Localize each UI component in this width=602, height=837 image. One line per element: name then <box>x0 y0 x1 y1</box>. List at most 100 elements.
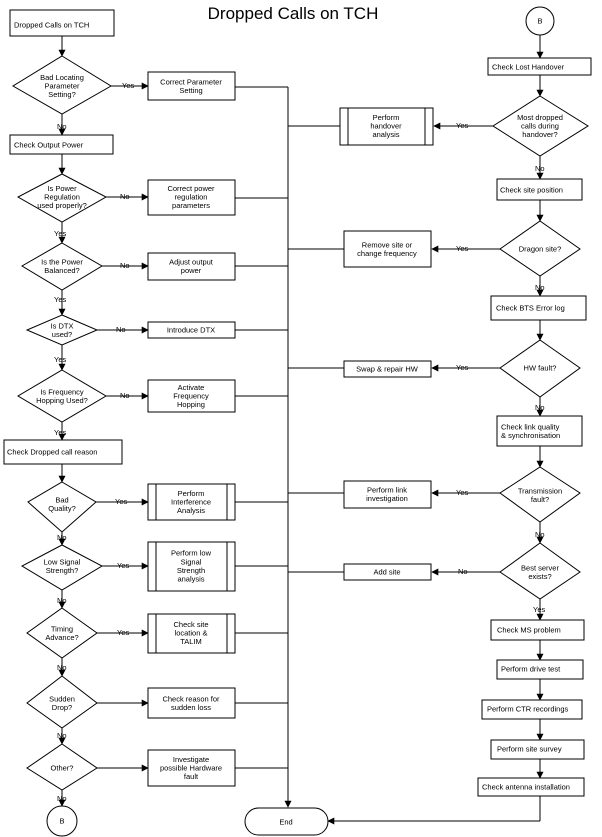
edge-label-no: No <box>57 731 67 740</box>
connector-b-top[interactable]: B <box>525 6 555 36</box>
edge-label-no: No <box>120 391 130 400</box>
process-add-site[interactable]: Add site <box>343 563 432 581</box>
process-check-bts-log[interactable]: Check BTS Error log <box>490 295 587 321</box>
connector-b-bottom-label: B <box>59 817 64 826</box>
chart-title: Dropped Calls on TCH <box>208 4 379 23</box>
process-check-bts-log-label: Check BTS Error log <box>496 304 565 313</box>
process-swap-repair[interactable]: Swap & repair HW <box>343 360 432 378</box>
process-antenna-installation[interactable]: Check antenna installation <box>477 777 585 797</box>
process-site-survey-label: Perform site survey <box>497 745 562 754</box>
process-antenna-installation-label: Check antenna installation <box>482 783 570 792</box>
process-check-dropped-reason[interactable]: Check Dropped call reason <box>3 439 123 465</box>
edge-label-yes: Yes <box>456 363 468 372</box>
edge-label-no: No <box>535 164 545 173</box>
process-check-link-quality[interactable]: Check link quality& synchronisation <box>496 415 583 447</box>
edge-labels: Yes No No Yes No Yes No Yes No Yes Yes N… <box>54 81 545 803</box>
decision-other[interactable]: Other? <box>26 743 98 791</box>
decision-hw-fault[interactable]: HW fault? <box>499 339 581 398</box>
node-start[interactable]: Dropped Calls on TCH <box>9 9 115 37</box>
edge-label-no: No <box>57 794 67 803</box>
process-check-ms-problem-label: Check MS problem <box>497 626 561 635</box>
decision-other-label: Other? <box>51 764 74 773</box>
edge-label-yes: Yes <box>54 355 66 364</box>
edge-label-yes: Yes <box>54 229 66 238</box>
edge-label-no: No <box>116 325 126 334</box>
edge-label-no: No <box>57 596 67 605</box>
process-add-site-label: Add site <box>373 568 400 577</box>
process-check-ms-problem[interactable]: Check MS problem <box>490 619 585 641</box>
process-introduce-dtx-label: Introduce DTX <box>167 326 215 335</box>
process-introduce-dtx[interactable]: Introduce DTX <box>147 321 236 339</box>
edge-label-no: No <box>535 283 545 292</box>
process-check-output-power[interactable]: Check Output Power <box>9 134 114 155</box>
edge-label-yes: Yes <box>533 605 545 614</box>
process-check-lost-handover-label: Check Lost Handover <box>492 63 565 72</box>
connector-b-bottom[interactable]: B <box>46 805 78 837</box>
edge-label-no: No <box>120 192 130 201</box>
edge-label-yes: Yes <box>115 497 127 506</box>
process-drive-test-label: Perform drive test <box>501 665 561 674</box>
edge-label-no: No <box>120 261 130 270</box>
decision-dragon-site-label: Dragon site? <box>519 245 562 254</box>
edge-label-no: No <box>535 530 545 539</box>
process-ctr-recordings[interactable]: Perform CTR recordings <box>481 699 583 720</box>
process-site-survey[interactable]: Perform site survey <box>490 739 585 760</box>
terminator-end[interactable]: End <box>244 807 329 836</box>
process-check-site-position[interactable]: Check site position <box>496 178 583 201</box>
process-check-link-quality-label: Check link quality& synchronisation <box>501 422 560 440</box>
edge-label-yes: Yes <box>456 488 468 497</box>
decision-hw-fault-label: HW fault? <box>524 364 557 373</box>
edge-label-yes: Yes <box>117 561 129 570</box>
process-check-lost-handover[interactable]: Check Lost Handover <box>487 57 592 76</box>
connectors <box>58 35 544 825</box>
edge-label-no: No <box>57 122 67 131</box>
process-check-site-position-label: Check site position <box>500 186 563 195</box>
decision-dragon-site[interactable]: Dragon site? <box>499 220 581 277</box>
process-drive-test[interactable]: Perform drive test <box>496 659 584 680</box>
edge-label-no: No <box>57 663 67 672</box>
process-ctr-recordings-label: Perform CTR recordings <box>487 705 569 714</box>
process-swap-repair-label: Swap & repair HW <box>356 365 419 374</box>
